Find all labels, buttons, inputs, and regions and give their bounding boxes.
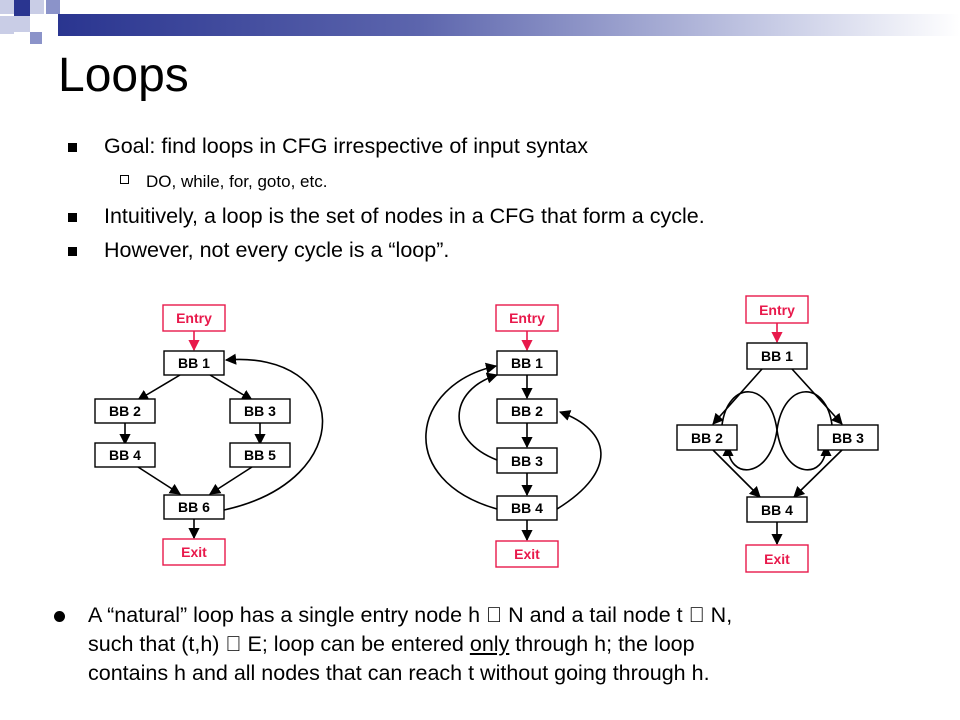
cfg-node-label: Entry [176, 310, 212, 326]
cfg-node: BB 6 [163, 494, 225, 520]
bullet-marker [68, 143, 77, 152]
sub-bullet-marker [120, 175, 129, 184]
cfg-diagram-1: Entry BB 1 BB 2 BB 3 BB 4 BB 5 BB 6 Exit [94, 304, 324, 566]
cfg-diagram-2: Entry BB 1 BB 2 BB 3 BB 4 Exit [425, 304, 602, 568]
bullet-marker [68, 213, 77, 222]
cfg-node-label: BB 1 [761, 348, 793, 364]
definition-line-2-end: through h; the loop [487, 632, 694, 656]
cfg-node: BB 3 [229, 398, 291, 424]
cfg-node: BB 2 [496, 398, 558, 424]
edge-bb5-bb6 [209, 466, 253, 495]
definition-line-2: such that (t,h)  E; loop can be entered… [88, 630, 928, 659]
bullet-text: Intuitively, a loop is the set of nodes … [104, 204, 705, 228]
cfg-node-label: BB 3 [832, 430, 864, 446]
edge-bb4-bb6 [137, 466, 181, 495]
corner-square-3 [30, 0, 44, 14]
cfg-node-label: Exit [764, 551, 790, 567]
cfg-node: BB 2 [676, 424, 738, 451]
cfg-node-label: BB 4 [109, 447, 141, 463]
cfg-node-label: BB 4 [761, 502, 793, 518]
corner-square-1 [0, 0, 14, 14]
sub-bullet-text: DO, while, for, goto, etc. [146, 172, 328, 191]
cfg-node: Entry [495, 304, 559, 332]
corner-square-4 [0, 16, 14, 34]
bullet-marker [68, 247, 77, 256]
cfg-node-label: Exit [181, 544, 207, 560]
definition-line-2-start: such that (t,h)  E; loop can be entered [88, 632, 464, 656]
definition-emphasis-only: only [447, 632, 509, 656]
corner-square-7 [46, 0, 60, 14]
cfg-node-label: BB 2 [691, 430, 723, 446]
edge-bb6-bb1-back [223, 353, 324, 511]
cfg-node-label: BB 1 [511, 355, 543, 371]
bullet-text: Goal: find loops in CFG irrespective of … [104, 134, 588, 158]
bullet-goal: Goal: find loops in CFG irrespective of … [68, 134, 588, 159]
edge-bb1-bb2 [137, 374, 181, 401]
corner-square-5 [14, 16, 30, 32]
cfg-node-label: BB 3 [511, 453, 543, 469]
cfg-node-label: BB 1 [178, 355, 210, 371]
natural-loop-definition: A “natural” loop has a single entry node… [54, 601, 928, 688]
edge-bb3-bb2-cross [722, 391, 833, 471]
sub-bullet-syntaxes: DO, while, for, goto, etc. [120, 172, 328, 192]
cfg-node: Exit [745, 544, 809, 573]
cfg-node: BB 1 [163, 350, 225, 376]
cfg-node-label: Exit [514, 546, 540, 562]
edge-bb4-bb2-back [556, 410, 602, 510]
bullet-intuition: Intuitively, a loop is the set of nodes … [68, 204, 705, 229]
cfg-node: BB 5 [229, 442, 291, 468]
edge-bb4-bb1-back [425, 362, 498, 510]
bullet-text: However, not every cycle is a “loop”. [104, 238, 450, 262]
cfg-node: BB 2 [94, 398, 156, 424]
bullet-not-every-cycle: However, not every cycle is a “loop”. [68, 238, 450, 263]
edge-bb3-bb1-back [458, 372, 499, 461]
cfg-node: Exit [495, 540, 559, 568]
edge-bb1-bb3 [209, 374, 253, 401]
cfg-node: Entry [162, 304, 226, 332]
edge-bb1-bb3 [791, 368, 843, 425]
cfg-node-label: BB 4 [511, 500, 543, 516]
cfg-node: BB 1 [746, 342, 808, 370]
cfg-node-label: BB 5 [244, 447, 276, 463]
cfg-node: BB 4 [94, 442, 156, 468]
cfg-node: BB 4 [746, 496, 808, 523]
slide-title: Loops [58, 49, 189, 102]
cfg-node: BB 3 [496, 447, 558, 474]
cfg-diagram-3: Entry BB 1 BB 2 BB 3 BB 4 Exit [676, 295, 879, 573]
edge-bb3-bb4 [793, 449, 843, 498]
cfg-node: Exit [162, 538, 226, 566]
cfg-node: Entry [745, 295, 809, 324]
cfg-node: BB 3 [817, 424, 879, 451]
corner-square-2 [14, 0, 30, 16]
cfg-node-label: BB 2 [511, 403, 543, 419]
cfg-node-label: BB 3 [244, 403, 276, 419]
definition-line-3: contains h and all nodes that can reach … [88, 661, 710, 685]
edge-bb1-bb2 [712, 368, 763, 425]
cfg-node-label: Entry [759, 302, 795, 318]
cfg-node-label: Entry [509, 310, 545, 326]
corner-square-6 [30, 32, 42, 44]
definition-line-1: A “natural” loop has a single entry node… [88, 603, 732, 627]
cfg-node: BB 4 [496, 495, 558, 521]
header-gradient-bar [58, 14, 960, 36]
edge-bb2-bb4 [712, 449, 761, 498]
cfg-node-label: BB 6 [178, 499, 210, 515]
bullet-marker [54, 611, 65, 622]
cfg-node: BB 1 [496, 350, 558, 376]
cfg-node-label: BB 2 [109, 403, 141, 419]
